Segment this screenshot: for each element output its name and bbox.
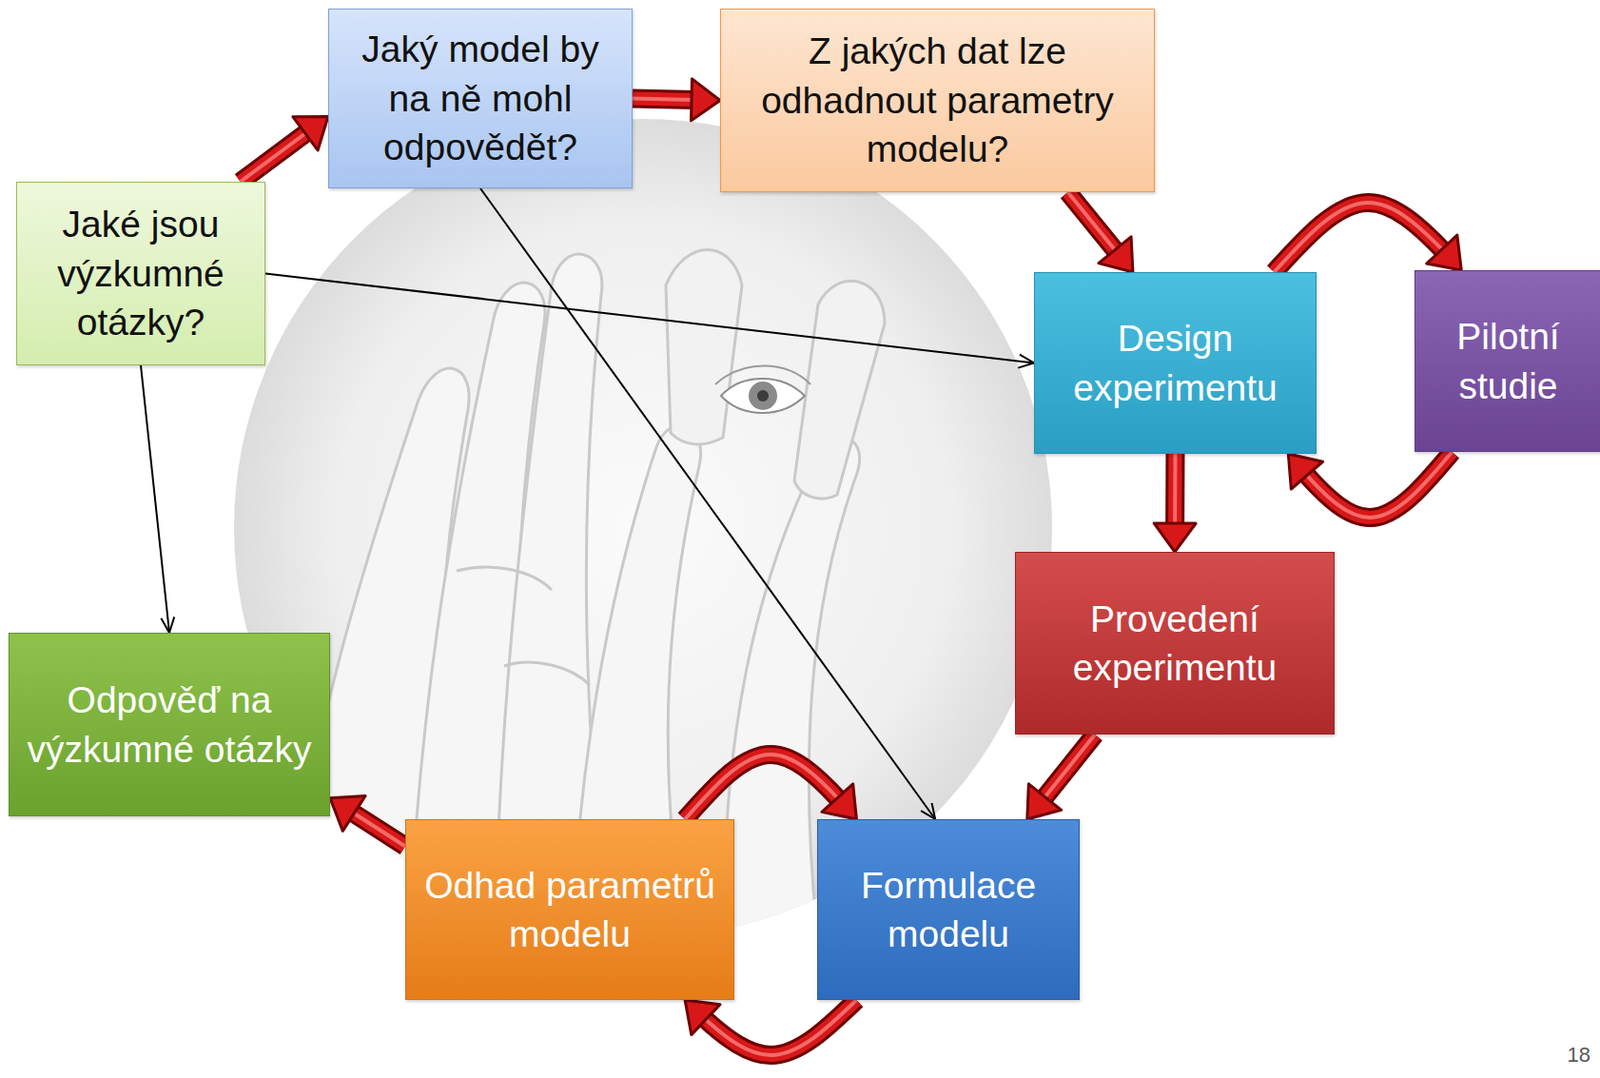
result-box: Odpověď na výzkumné otázky xyxy=(8,632,331,817)
box-text: Jaké jsou výzkumné otázky? xyxy=(28,199,254,347)
arrow-outline xyxy=(684,754,857,820)
box-text: Pilotní studie xyxy=(1426,312,1590,410)
flow-arrow xyxy=(330,795,406,846)
process-box: Formulace modelu xyxy=(817,819,1080,1000)
arrow-body xyxy=(1287,451,1452,518)
flow-arrow xyxy=(1068,192,1133,273)
process-box: Pilotní studie xyxy=(1414,270,1600,452)
box-text: Jaký model by na ně mohl odpovědět? xyxy=(340,24,621,172)
arrow-head xyxy=(1287,453,1323,489)
box-text: Formulace modelu xyxy=(829,860,1068,959)
arrow-head xyxy=(821,783,857,820)
flow-arrow xyxy=(632,78,721,121)
link-arrow xyxy=(265,273,1035,369)
arrow-line xyxy=(480,188,936,820)
box-text: Odhad parametrů modelu xyxy=(417,860,722,959)
arrow-body xyxy=(684,754,857,820)
box-text: Odpověď na výzkumné otázky xyxy=(20,675,318,774)
arrow-head xyxy=(1153,523,1196,552)
arrow-outline xyxy=(240,116,329,182)
question-box: Z jakých dat lze odhadnout parametry mod… xyxy=(720,8,1155,193)
process-box: Design experimentu xyxy=(1034,272,1317,454)
arrow-head xyxy=(292,116,329,151)
arrow-body xyxy=(1027,734,1095,820)
arrow-head xyxy=(1017,354,1035,369)
arrow-outline xyxy=(1068,192,1133,273)
arrow-highlight xyxy=(1068,192,1133,273)
arrow-head xyxy=(1426,234,1463,271)
arrow-head xyxy=(160,616,175,633)
box-text: Design experimentu xyxy=(1046,313,1305,412)
arrow-body xyxy=(1273,202,1462,273)
box-text: Provedení experimentu xyxy=(1027,594,1323,693)
flow-arrow xyxy=(1027,734,1095,820)
arrow-highlight xyxy=(1027,734,1095,820)
page-number: 18 xyxy=(1567,1042,1591,1068)
arrow-line xyxy=(265,273,1035,364)
process-box: Provedení experimentu xyxy=(1014,551,1335,735)
flow-arrow xyxy=(240,116,329,182)
arrow-outline xyxy=(1273,202,1462,273)
arrow-head xyxy=(330,795,366,831)
flow-arrow xyxy=(1287,451,1452,518)
question-box: Jaký model by na ně mohl odpovědět? xyxy=(328,8,633,189)
arrow-outline xyxy=(1287,451,1452,518)
arrow-outline xyxy=(684,999,857,1055)
flow-arrow xyxy=(684,754,857,820)
flow-arrow xyxy=(1153,453,1196,552)
eye-drawing xyxy=(715,366,811,414)
process-box: Odhad parametrů modelu xyxy=(405,819,735,1000)
arrow-head xyxy=(684,999,721,1035)
arrow-highlight xyxy=(1287,451,1452,518)
arrow-body xyxy=(684,999,857,1055)
box-text: Z jakých dat lze odhadnout parametry mod… xyxy=(732,26,1143,174)
arrow-highlight xyxy=(1273,202,1462,273)
link-arrow xyxy=(480,188,936,820)
arrow-highlight xyxy=(684,754,857,820)
flow-arrow xyxy=(684,999,857,1055)
arrow-head xyxy=(920,802,936,820)
arrow-body xyxy=(240,116,329,182)
flow-arrow xyxy=(1273,202,1462,273)
arrow-highlight xyxy=(240,116,329,182)
arrow-head xyxy=(691,78,721,121)
arrow-head xyxy=(1098,236,1133,273)
question-box: Jaké jsou výzkumné otázky? xyxy=(16,181,266,366)
arrow-outline xyxy=(1027,734,1095,820)
arrow-body xyxy=(1068,192,1133,273)
arrow-head xyxy=(1027,783,1062,820)
arrow-highlight xyxy=(684,999,857,1055)
arrow-line xyxy=(140,365,170,633)
link-arrow xyxy=(140,365,175,633)
